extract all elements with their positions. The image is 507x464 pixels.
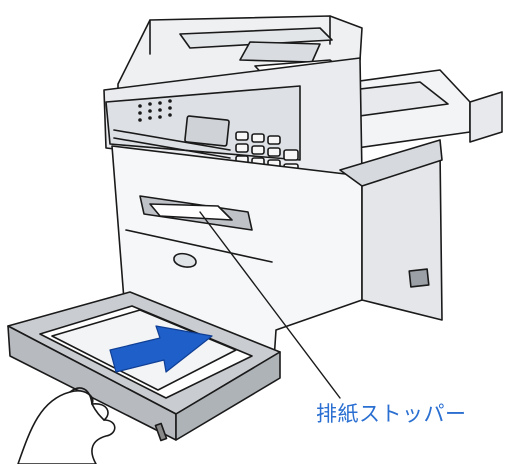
printer-body <box>111 139 443 361</box>
control-panel <box>103 57 363 177</box>
callout-line <box>199 211 341 399</box>
callout-label: 排紙ストッパー <box>316 402 467 426</box>
hand-illustration <box>17 387 116 464</box>
insert-arrow <box>109 325 213 373</box>
